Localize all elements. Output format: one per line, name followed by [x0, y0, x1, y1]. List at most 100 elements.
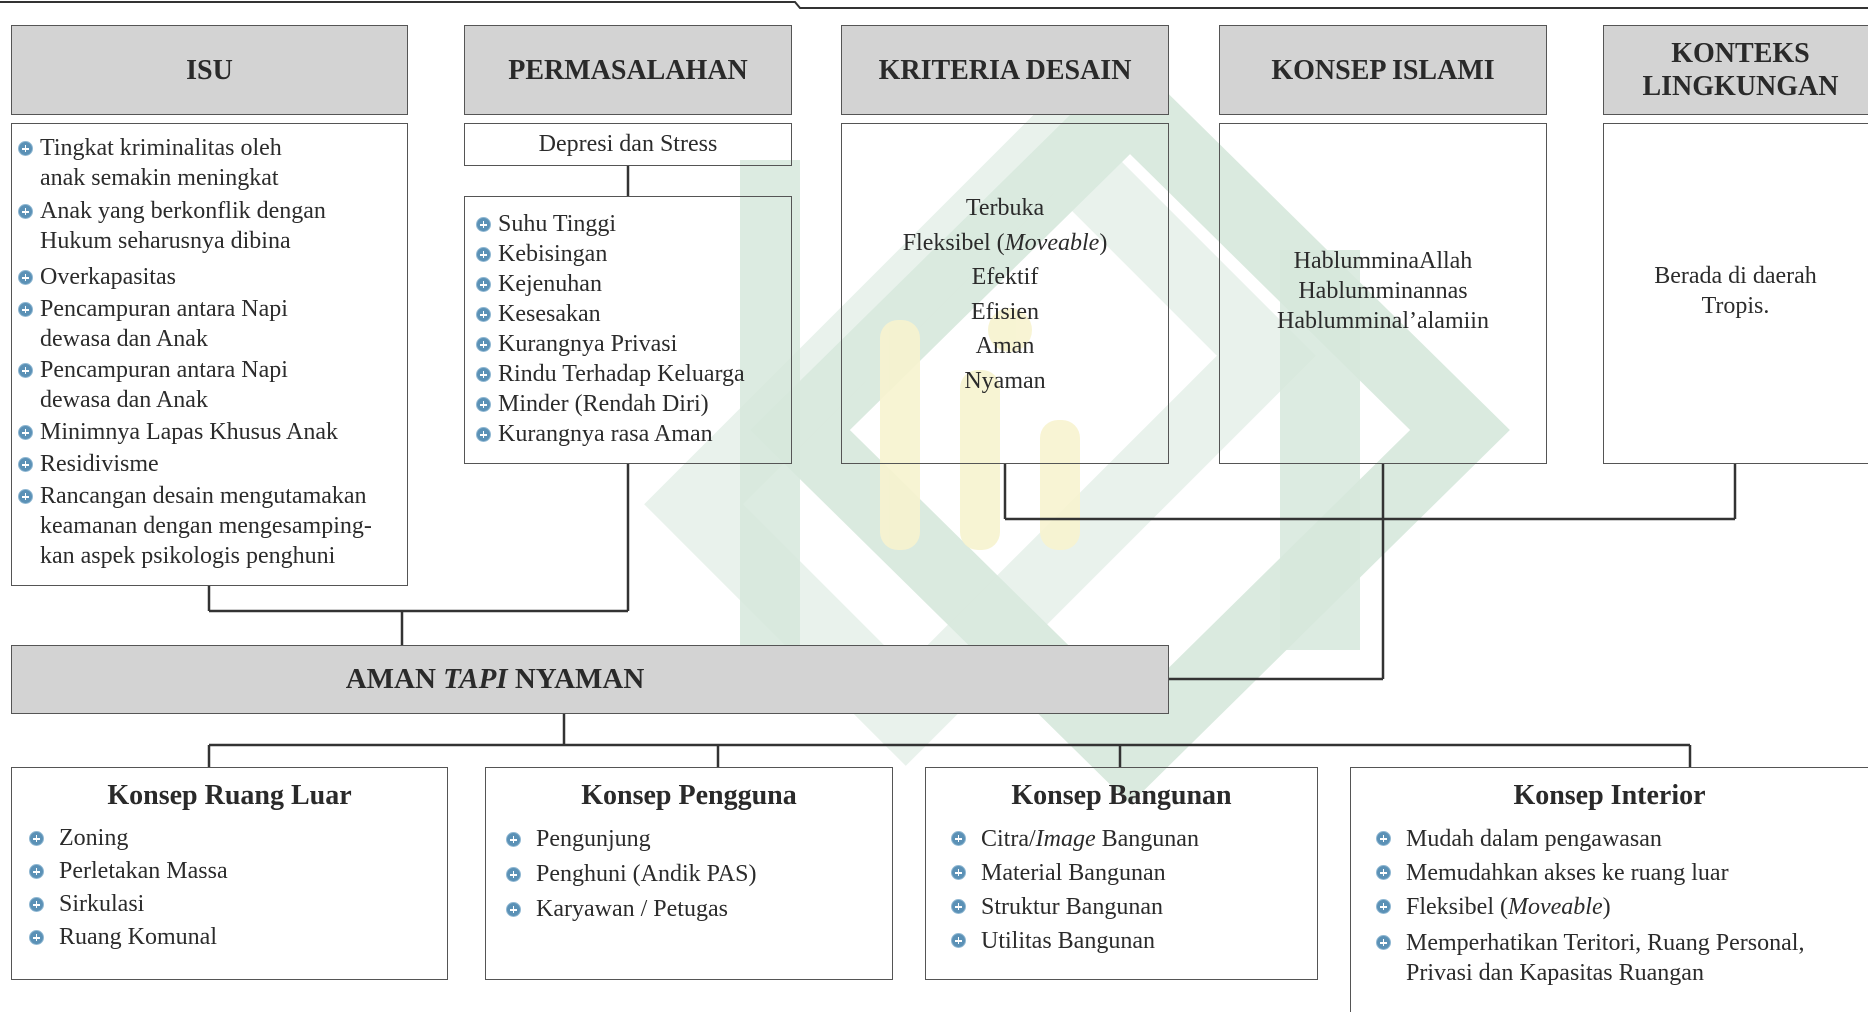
bullet-plus-icon: [19, 205, 32, 218]
isu-item-line: Minimnya Lapas Khusus Anak: [40, 419, 338, 445]
interior-item-label: Fleksibel (Moveable): [1406, 890, 1611, 924]
permasalahan-item-label: Rindu Terhadap Keluarga: [498, 361, 745, 387]
permasalahan-item: Rindu Terhadap Keluarga: [477, 359, 787, 389]
bullet-plus-icon: [477, 368, 490, 381]
isu-item-line: Pencampuran antara Napi: [40, 296, 288, 322]
bullet-plus-icon: [477, 398, 490, 411]
ruang-luar-item-label: Sirkulasi: [59, 891, 145, 917]
konsep-pengguna-box: Konsep Pengguna Pengunjung Penghuni (And…: [485, 767, 893, 980]
bangunan-item: Struktur Bangunan: [952, 890, 1317, 924]
bullet-plus-icon: [19, 426, 32, 439]
konsep-bangunan-box: Konsep Bangunan Citra/Image Bangunan Mat…: [925, 767, 1318, 980]
interior-item: Memperhatikan Teritori, Ruang Personal, P…: [1377, 928, 1868, 988]
isu-header: ISU: [11, 25, 408, 115]
interior-item-line: Memperhatikan Teritori, Ruang Personal,: [1406, 930, 1805, 956]
konteks-text-line: Tropis.: [1701, 293, 1770, 319]
bangunan-item-italic: Image: [1035, 826, 1096, 852]
bangunan-item-label: Struktur Bangunan: [981, 894, 1163, 920]
konteks-text-line: Berada di daerah: [1654, 263, 1817, 289]
kriteria-item-part: ): [1099, 229, 1108, 256]
konteks-title-line2: LINGKUNGAN: [1642, 71, 1839, 102]
permasalahan-item-label: Minder (Rendah Diri): [498, 391, 709, 417]
kriteria-item: Terbuka: [965, 195, 1045, 221]
bangunan-item-label: Utilitas Bangunan: [981, 928, 1155, 954]
permasalahan-item-label: Kurangnya Privasi: [498, 331, 678, 357]
bangunan-item-label: Citra/Image Bangunan: [981, 822, 1199, 856]
bullet-plus-icon: [1377, 900, 1390, 913]
ruang-luar-item-label: Perletakan Massa: [59, 858, 228, 884]
kriteria-item: Fleksibel (Moveable): [842, 226, 1168, 261]
kriteria-item: Nyaman: [964, 367, 1046, 394]
isu-item-line: keamanan dengan mengesamping-: [40, 513, 372, 539]
pengguna-item-label: Karyawan / Petugas: [536, 896, 728, 922]
konsep-islami-item: HablumminaAllah: [1293, 248, 1473, 274]
bullet-plus-icon: [19, 303, 32, 316]
bullet-plus-icon: [477, 278, 490, 291]
isu-item-line: anak semakin meningkat: [40, 165, 279, 191]
bullet-plus-icon: [952, 866, 965, 879]
isu-item: Minimnya Lapas Khusus Anak: [19, 417, 403, 447]
kriteria-header: KRITERIA DESAIN: [841, 25, 1169, 115]
bullet-plus-icon: [477, 248, 490, 261]
isu-item-line: kan aspek psikologis penghuni: [40, 543, 336, 569]
bullet-plus-icon: [1377, 832, 1390, 845]
permasalahan-item: Kurangnya Privasi: [477, 329, 787, 359]
bullet-plus-icon: [507, 833, 520, 846]
pengguna-item: Penghuni (Andik PAS): [507, 857, 892, 892]
permasalahan-item-label: Kebisingan: [498, 241, 608, 267]
permasalahan-box: Suhu Tinggi Kebisingan Kejenuhan Kesesak…: [464, 196, 792, 464]
kriteria-box: Terbuka Fleksibel (Moveable) Efektif Efi…: [841, 123, 1169, 464]
bullet-plus-icon: [952, 934, 965, 947]
bangunan-item-part: Citra/: [981, 826, 1036, 852]
interior-item-italic: Moveable: [1508, 894, 1603, 920]
konsep-islami-header: KONSEP ISLAMI: [1219, 25, 1547, 115]
permasalahan-subtitle-box: Depresi dan Stress: [464, 123, 792, 166]
bangunan-item: Utilitas Bangunan: [952, 924, 1317, 958]
permasalahan-item: Minder (Rendah Diri): [477, 389, 787, 419]
kriteria-item-italic: Moveable: [1004, 229, 1100, 256]
interior-item: Memudahkan akses ke ruang luar: [1377, 856, 1868, 890]
permasalahan-item-label: Suhu Tinggi: [498, 211, 617, 237]
isu-title: ISU: [186, 54, 233, 86]
kriteria-title: KRITERIA DESAIN: [878, 54, 1132, 86]
isu-item-line: Anak yang berkonflik dengan: [40, 198, 326, 224]
bangunan-item: Material Bangunan: [952, 856, 1317, 890]
isu-item-line: dewasa dan Anak: [40, 326, 208, 352]
bullet-plus-icon: [1377, 866, 1390, 879]
isu-item-line: Hukum seharusnya dibina: [40, 228, 291, 254]
kriteria-item: Efektif: [971, 264, 1039, 290]
bullet-plus-icon: [19, 458, 32, 471]
bullet-plus-icon: [19, 364, 32, 377]
konsep-interior-box: Konsep Interior Mudah dalam pengawasan M…: [1350, 767, 1868, 1012]
konsep-islami-box: HablumminaAllah Hablumminannas Hablummin…: [1219, 123, 1547, 464]
bullet-plus-icon: [507, 903, 520, 916]
interior-item-line: Privasi dan Kapasitas Ruangan: [1406, 960, 1704, 986]
bullet-plus-icon: [507, 868, 520, 881]
konsep-interior-title: Konsep Interior: [1513, 780, 1706, 811]
permasalahan-item-label: Kejenuhan: [498, 271, 602, 297]
central-concept-bar: AMAN TAPI NYAMAN: [11, 645, 1169, 714]
bullet-plus-icon: [19, 142, 32, 155]
isu-item: Pencampuran antara Napi dewasa dan Anak: [19, 294, 403, 354]
ruang-luar-item: Zoning: [30, 822, 447, 855]
permasalahan-item-label: Kesesakan: [498, 301, 601, 327]
bullet-plus-icon: [477, 218, 490, 231]
permasalahan-item: Kejenuhan: [477, 269, 787, 299]
isu-item-line: dewasa dan Anak: [40, 387, 208, 413]
konteks-title-line1: KONTEKS: [1671, 38, 1810, 69]
konsep-ruang-luar-box: Konsep Ruang Luar Zoning Perletakan Mass…: [11, 767, 448, 980]
konsep-islami-item: Hablumminal’alamiin: [1277, 308, 1489, 334]
interior-item-label: Mudah dalam pengawasan: [1406, 826, 1662, 852]
bullet-plus-icon: [477, 428, 490, 441]
permasalahan-title: PERMASALAHAN: [508, 54, 748, 86]
konsep-bangunan-title: Konsep Bangunan: [1011, 780, 1232, 811]
kriteria-item: Aman: [975, 333, 1035, 359]
konteks-box: Berada di daerah Tropis.: [1603, 123, 1868, 464]
pengguna-item: Karyawan / Petugas: [507, 892, 892, 927]
isu-item: Residivisme: [19, 449, 403, 479]
isu-item-line: Pencampuran antara Napi: [40, 357, 288, 383]
